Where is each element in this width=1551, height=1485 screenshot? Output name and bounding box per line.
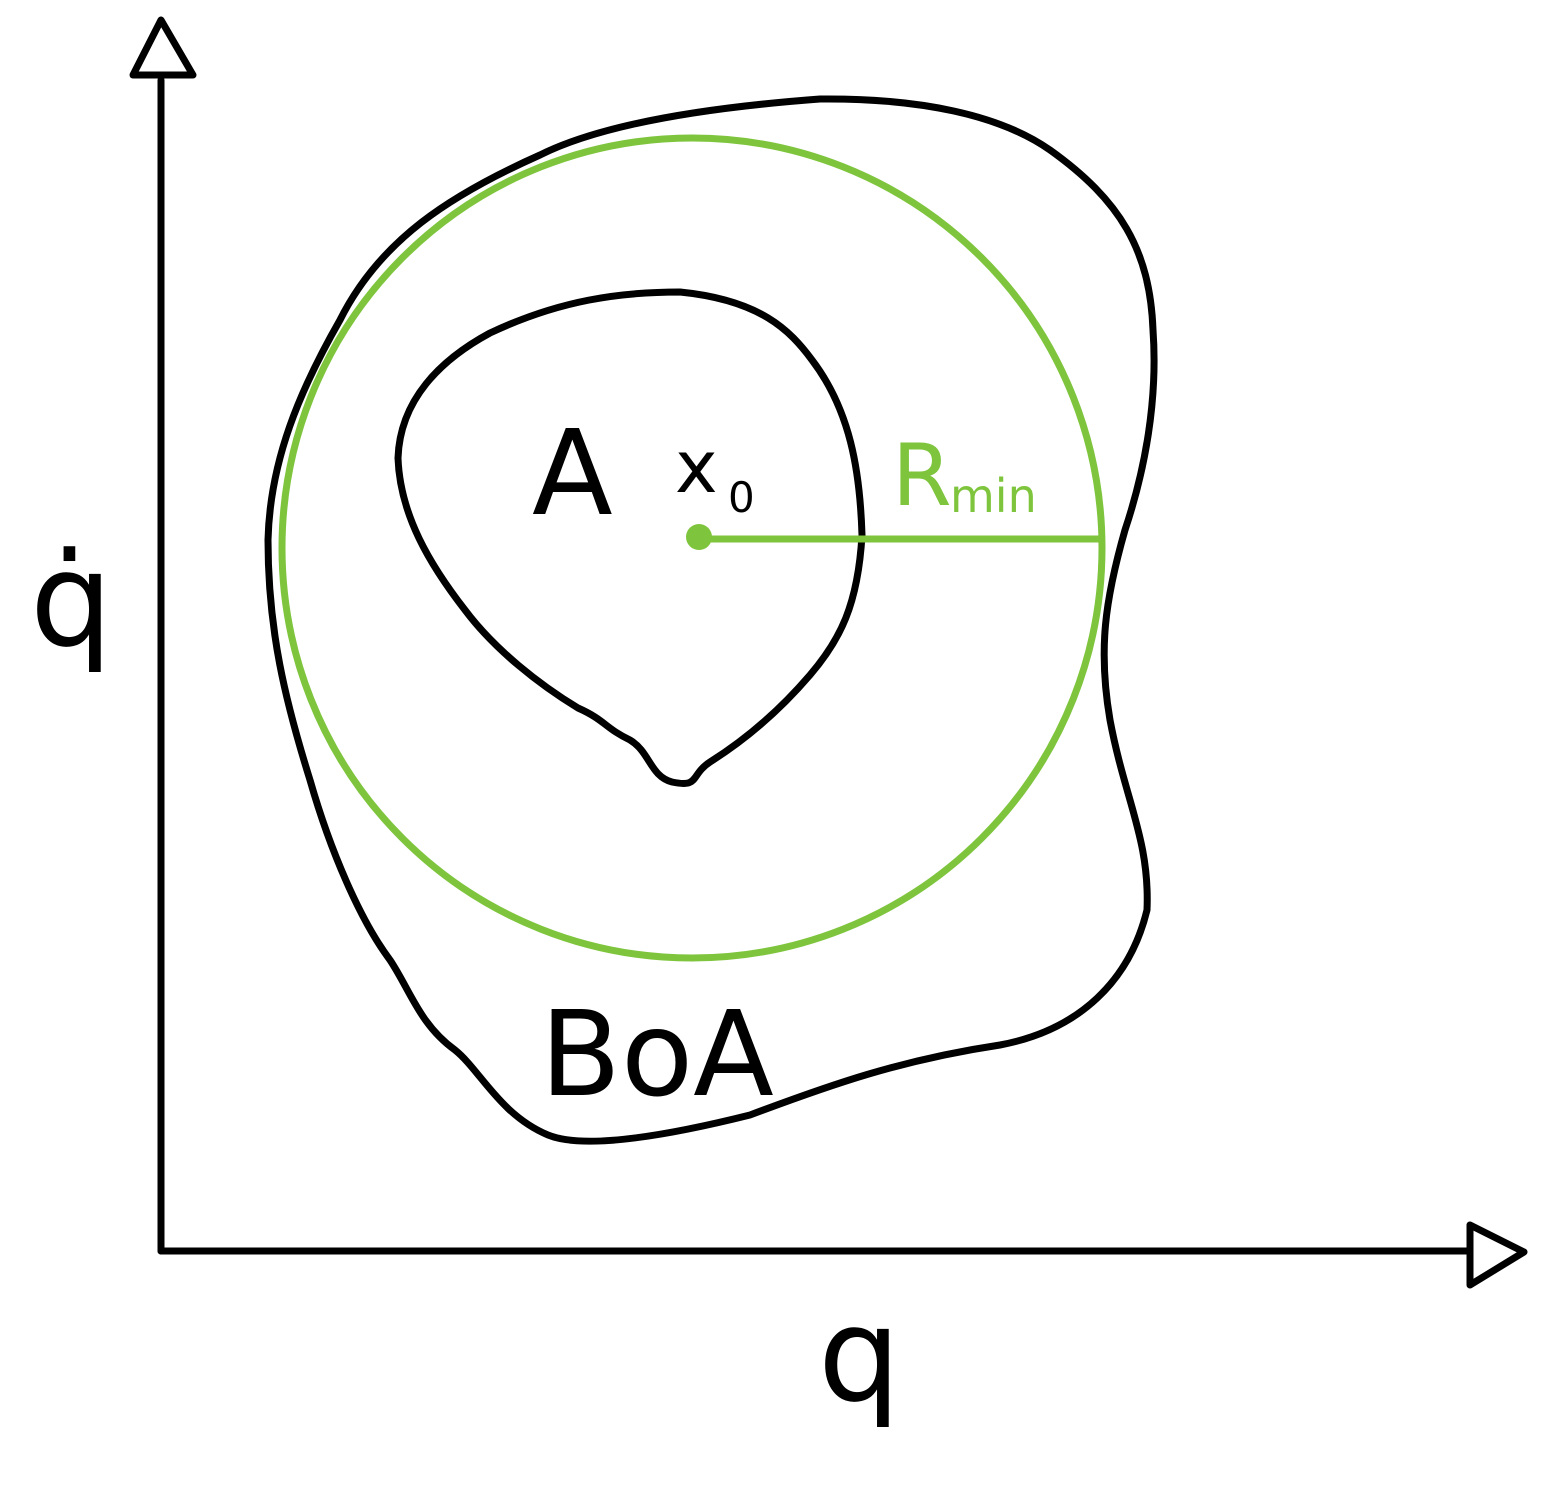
basin-of-attraction-boundary [264, 95, 1158, 1145]
y-axis-arrowhead [129, 16, 197, 79]
region-a-label: A [532, 404, 613, 542]
x-axis-label: q [818, 1279, 901, 1431]
r-min-circle [278, 134, 1106, 962]
x-axis-arrowhead [1466, 1221, 1528, 1289]
r-min-label-subscript: min [950, 469, 1037, 523]
equilibrium-point [686, 524, 712, 550]
basin-of-attraction-label: BoA [540, 985, 774, 1123]
r-min-label-main: R [892, 426, 952, 526]
y-axis-label: q̇ [30, 524, 113, 676]
region-a-boundary [394, 288, 866, 787]
x0-label-main: x [675, 425, 718, 509]
x0-label-subscript: 0 [728, 473, 755, 522]
